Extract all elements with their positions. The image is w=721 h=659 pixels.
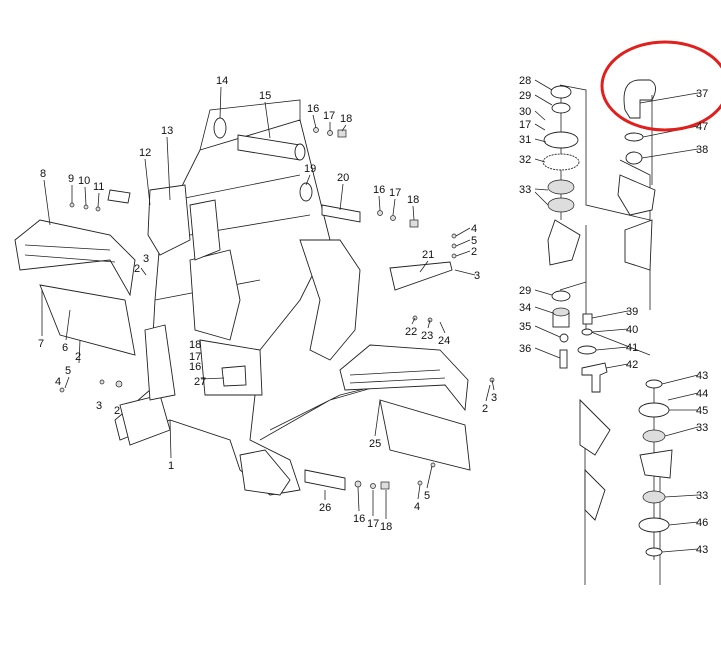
part-label: 37 xyxy=(696,88,708,100)
part-label: 8 xyxy=(40,168,46,180)
part-label: 41 xyxy=(626,342,638,354)
part-label: 17 xyxy=(323,110,335,122)
part-label: 43 xyxy=(696,544,708,556)
part-label: 40 xyxy=(626,324,638,336)
part-label: 45 xyxy=(696,405,708,417)
part-label: 3 xyxy=(96,400,102,412)
part-label: 20 xyxy=(337,172,349,184)
part-label: 14 xyxy=(216,75,228,87)
part-label: 4 xyxy=(471,223,477,235)
part-label: 46 xyxy=(696,517,708,529)
part-labels: 14 15 16 17 18 13 12 19 20 16 17 18 8 9 … xyxy=(38,75,708,556)
part-label: 16 xyxy=(353,513,365,525)
part-label: 4 xyxy=(414,501,420,513)
part-label: 2 xyxy=(75,351,81,363)
part-label: 13 xyxy=(161,125,173,137)
part-label: 5 xyxy=(424,490,430,502)
part-label: 19 xyxy=(304,163,316,175)
part-label: 43 xyxy=(696,370,708,382)
part-label: 18 xyxy=(380,521,392,533)
part-label: 17 xyxy=(367,518,379,530)
part-label: 5 xyxy=(65,365,71,377)
part-label: 17 xyxy=(519,119,531,131)
part-label: 33 xyxy=(696,422,708,434)
part-label: 3 xyxy=(491,392,497,404)
part-label: 3 xyxy=(474,270,480,282)
part-label: 42 xyxy=(626,359,638,371)
part-label: 22 xyxy=(405,326,417,338)
part-label: 10 xyxy=(78,175,90,187)
part-label: 17 xyxy=(389,187,401,199)
part-label: 16 xyxy=(373,184,385,196)
part-label: 30 xyxy=(519,106,531,118)
part-label: 38 xyxy=(696,144,708,156)
part-label: 18 xyxy=(340,113,352,125)
part-label: 27 xyxy=(194,376,206,388)
part-label: 2 xyxy=(471,246,477,258)
part-label: 23 xyxy=(421,330,433,342)
part-label: 2 xyxy=(114,405,120,417)
left-fender xyxy=(14,219,136,356)
part-label: 26 xyxy=(319,502,331,514)
part-label: 5 xyxy=(471,235,477,247)
part-label: 16 xyxy=(189,361,201,373)
pins xyxy=(107,117,453,491)
part-label: 9 xyxy=(68,173,74,185)
part-label: 32 xyxy=(519,154,531,166)
part-label: 1 xyxy=(168,460,174,472)
part-label: 25 xyxy=(369,438,381,450)
part-label: 4 xyxy=(55,376,61,388)
boom-frame xyxy=(114,99,421,496)
part-label: 11 xyxy=(93,181,104,193)
part-label: 17 xyxy=(189,351,201,363)
part-label: 3 xyxy=(143,253,149,265)
part-label: 6 xyxy=(62,342,68,354)
part-label: 28 xyxy=(519,75,531,87)
part-label: 7 xyxy=(38,338,44,350)
part-label: 18 xyxy=(189,339,201,351)
part-label: 35 xyxy=(519,321,531,333)
part-label: 31 xyxy=(519,134,531,146)
fasteners xyxy=(59,127,495,490)
pivot-assembly-left xyxy=(542,84,651,369)
part-label: 24 xyxy=(438,335,450,347)
part-label: 2 xyxy=(482,403,488,415)
leader-lines xyxy=(41,79,699,553)
part-label: 33 xyxy=(519,184,531,196)
part-label: 39 xyxy=(626,306,638,318)
part-label: 21 xyxy=(422,249,434,261)
right-fender xyxy=(339,344,471,471)
part-label: 18 xyxy=(407,194,419,206)
pivot-assembly-right xyxy=(577,79,673,585)
part-label: 2 xyxy=(134,263,140,275)
highlight-circle xyxy=(600,40,721,132)
part-label: 16 xyxy=(307,103,319,115)
part-label: 12 xyxy=(139,147,151,159)
part-label: 15 xyxy=(259,90,271,102)
part-label: 33 xyxy=(696,490,708,502)
part-label: 29 xyxy=(519,90,531,102)
part-label: 34 xyxy=(519,302,531,314)
part-label: 44 xyxy=(696,388,708,400)
part-label: 36 xyxy=(519,343,531,355)
part-label: 47 xyxy=(696,121,708,133)
part-label: 29 xyxy=(519,285,531,297)
